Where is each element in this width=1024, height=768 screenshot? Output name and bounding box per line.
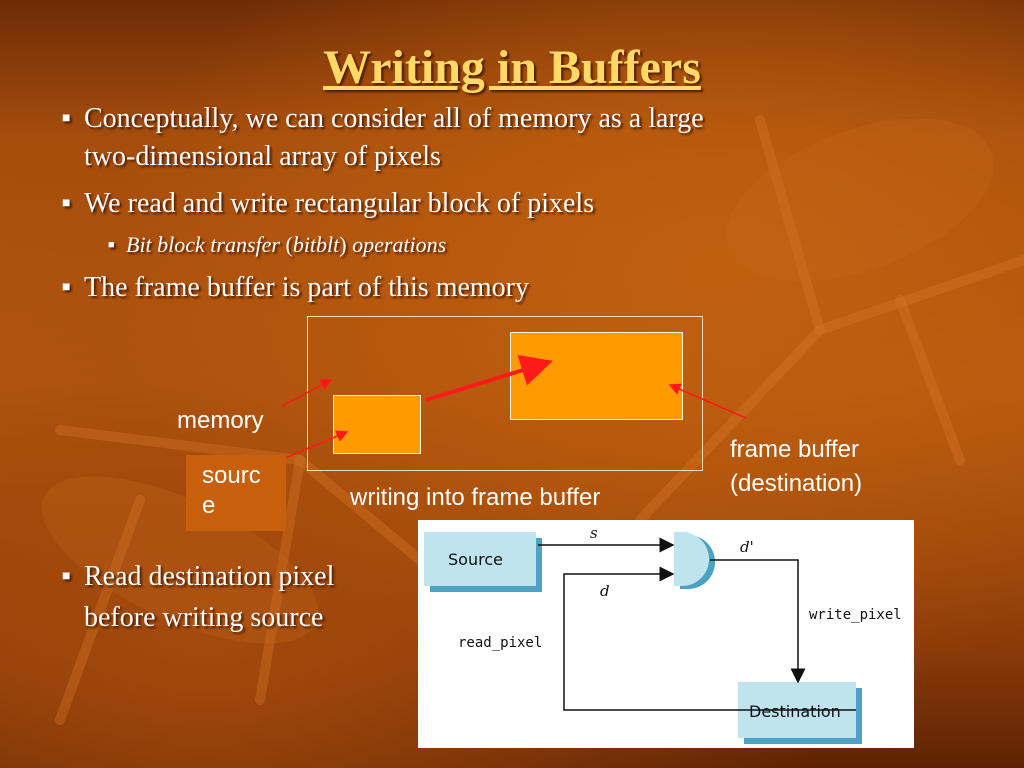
d-label: d [600, 582, 610, 600]
bullet-line: before writing source [84, 602, 324, 633]
bullet-square-icon: ■ [62, 111, 71, 126]
paren-open: ( [279, 232, 293, 257]
frame-buffer-label: frame buffer (destination) [730, 433, 862, 501]
bullet-frame-buffer: ■ The frame buffer is part of this memor… [62, 269, 530, 307]
bullet-conceptually: ■ Conceptually, we can consider all of m… [62, 100, 704, 176]
source-box [424, 532, 536, 586]
paren-close: ) [339, 232, 353, 257]
bullet-line: Conceptually, we can consider all of mem… [84, 103, 704, 134]
bitblt-text: Bit block transfer [126, 232, 280, 257]
source-label-box: sourc e [186, 455, 286, 531]
frame-buffer-label-line: frame buffer [730, 436, 859, 463]
diagram-canvas: Source Destination s d d' write_pixel re… [424, 524, 902, 744]
bullet-line: The frame buffer is part of this memory [84, 272, 530, 303]
bullet-square-icon: ■ [62, 569, 71, 584]
sub-bullet-bitblt: ■ Bit block transfer (bitblt) operations [108, 226, 447, 264]
s-label: s [590, 524, 598, 542]
bitblt-term: bitblt [292, 232, 340, 257]
source-block [333, 395, 421, 454]
source-label-line: sourc [202, 462, 261, 489]
operations-text: operations [352, 232, 447, 257]
bullet-line: Read destination pixel [84, 561, 335, 592]
bullet-line: We read and write rectangular block of p… [84, 188, 595, 219]
bullet-line: two-dimensional array of pixels [84, 141, 441, 172]
d-prime-label: d' [740, 538, 754, 556]
combine-gate [674, 532, 709, 586]
bullet-square-icon: ■ [62, 196, 71, 211]
write-pixel-label: write_pixel [809, 607, 902, 623]
frame-buffer-label-line: (destination) [730, 470, 863, 497]
source-box-label: Source [448, 550, 503, 569]
read-write-diagram: Source Destination s d d' write_pixel re… [418, 520, 914, 748]
write-pixel-line [710, 559, 806, 684]
figure-caption: writing into frame buffer [350, 484, 601, 511]
source-label-line: e [202, 492, 216, 519]
page-title: Writing in Buffers [323, 41, 701, 94]
bullet-square-icon: ■ [108, 239, 115, 251]
destination-box-label: Destination [749, 702, 841, 721]
bullet-read-write: ■ We read and write rectangular block of… [62, 185, 595, 223]
read-pixel-label: read_pixel [458, 635, 542, 651]
memory-label: memory [177, 407, 264, 434]
bullet-read-destination: ■ Read destination pixel before writing … [62, 556, 335, 638]
d-feedback-line [563, 566, 856, 711]
frame-buffer-block [510, 332, 683, 420]
bullet-square-icon: ■ [62, 280, 71, 295]
